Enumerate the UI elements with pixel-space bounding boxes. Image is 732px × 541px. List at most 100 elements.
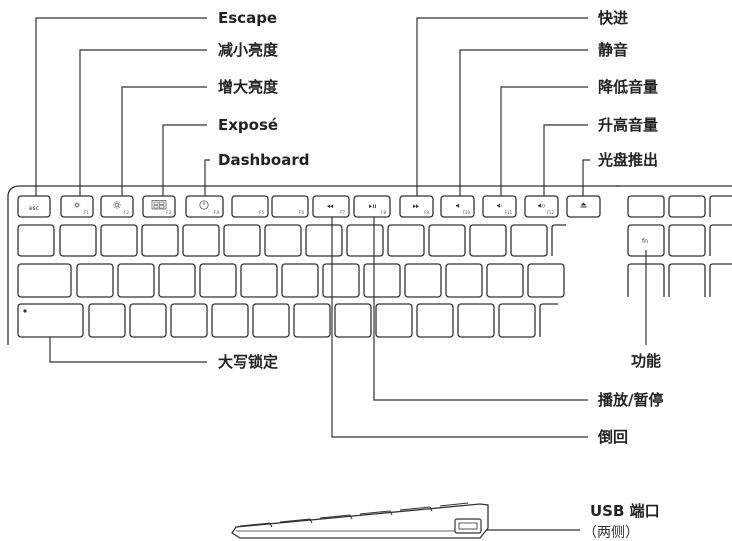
alpha-key[interactable] xyxy=(100,224,138,257)
speaker-low-icon xyxy=(497,203,502,208)
leader-expose xyxy=(162,124,207,196)
alpha-key[interactable] xyxy=(141,224,179,257)
function-key-row: esc F1 F2 F3 F4 F5 F6 xyxy=(17,195,732,218)
escape-key[interactable] xyxy=(17,195,51,218)
f3-label: F3 xyxy=(166,210,171,215)
alpha-key[interactable] xyxy=(498,303,536,338)
keyboard-side-keys xyxy=(239,502,469,528)
f9-label: F9 xyxy=(424,210,429,215)
alpha-key[interactable] xyxy=(457,303,495,338)
label-fast-forward: 快进 xyxy=(598,9,628,27)
keyboard-side-profile xyxy=(231,503,489,539)
top-letter-row xyxy=(17,263,732,298)
alpha-key[interactable] xyxy=(182,224,220,257)
f5-key[interactable] xyxy=(231,195,269,218)
label-eject: 光盘推出 xyxy=(597,151,658,169)
tab-key[interactable] xyxy=(17,263,72,298)
alpha-key[interactable] xyxy=(252,303,290,338)
alpha-key[interactable] xyxy=(363,263,401,298)
alpha-key[interactable] xyxy=(486,263,524,298)
fn-keycap-label: fn xyxy=(642,238,648,245)
expose-key[interactable] xyxy=(142,195,176,218)
f5-label: F5 xyxy=(259,210,264,215)
f6-key[interactable] xyxy=(271,195,309,218)
alpha-key[interactable] xyxy=(404,263,442,298)
leader-brightness-up xyxy=(121,86,207,196)
alpha-key[interactable] xyxy=(199,263,237,298)
leader-volume-down xyxy=(500,86,588,196)
right-block-key-partial xyxy=(668,263,706,297)
label-brightness-down: 减小亮度 xyxy=(218,41,279,59)
leader-fast-forward xyxy=(416,17,588,196)
f1-label: F1 xyxy=(84,210,89,215)
right-block-key[interactable] xyxy=(668,195,706,218)
alpha-key[interactable] xyxy=(117,263,155,298)
alpha-key[interactable] xyxy=(346,224,384,257)
escape-keycap-label: esc xyxy=(29,205,39,212)
expose-windows-icon xyxy=(151,200,167,210)
alpha-key[interactable] xyxy=(293,303,331,338)
alpha-key[interactable] xyxy=(469,224,507,257)
label-usb-port-note: （两侧） xyxy=(583,525,639,541)
right-block-key[interactable] xyxy=(668,224,706,257)
alpha-key[interactable] xyxy=(17,224,55,257)
label-brightness-up: 增大亮度 xyxy=(218,78,279,96)
leader-volume-up xyxy=(543,124,588,196)
leader-mute xyxy=(459,49,588,196)
alpha-key[interactable] xyxy=(264,224,302,257)
alpha-key[interactable] xyxy=(88,303,126,338)
label-escape: Escape xyxy=(218,9,277,27)
f2-label: F2 xyxy=(124,210,129,215)
label-rewind: 倒回 xyxy=(597,428,628,446)
alpha-key[interactable] xyxy=(428,224,466,257)
number-key-row: fn xyxy=(17,224,732,257)
f6-label: F6 xyxy=(299,210,304,215)
right-block-key-partial xyxy=(709,224,732,256)
alpha-key-partial xyxy=(551,224,566,256)
alpha-key[interactable] xyxy=(322,263,360,298)
alpha-key[interactable] xyxy=(211,303,249,338)
fast-forward-icon xyxy=(413,204,419,209)
alpha-key[interactable] xyxy=(334,303,372,338)
f8-label: F8 xyxy=(381,210,386,215)
caps-lock-indicator-dot xyxy=(23,309,27,313)
f4-label: F4 xyxy=(214,210,219,215)
label-volume-down: 降低音量 xyxy=(598,78,658,96)
caps-lock-key[interactable] xyxy=(17,303,84,338)
speaker-mute-icon xyxy=(456,203,459,208)
label-play-pause: 播放/暂停 xyxy=(598,391,663,409)
speaker-high-icon xyxy=(538,203,545,208)
rewind-icon xyxy=(327,204,333,209)
alpha-key[interactable] xyxy=(240,263,278,298)
label-function: 功能 xyxy=(631,352,661,370)
volume-up-key[interactable] xyxy=(524,195,559,218)
right-block-key[interactable] xyxy=(627,195,665,218)
f12-label: F12 xyxy=(547,210,555,215)
alpha-key[interactable] xyxy=(223,224,261,257)
alpha-key[interactable] xyxy=(387,224,425,257)
alpha-key[interactable] xyxy=(445,263,483,298)
leader-play-pause xyxy=(373,217,588,401)
alpha-key[interactable] xyxy=(416,303,454,338)
alpha-key[interactable] xyxy=(59,224,97,257)
alpha-key[interactable] xyxy=(527,263,565,298)
sun-small-icon xyxy=(73,201,81,209)
alpha-key[interactable] xyxy=(281,263,319,298)
alpha-key[interactable] xyxy=(158,263,196,298)
alpha-key[interactable] xyxy=(375,303,413,338)
alpha-key[interactable] xyxy=(76,263,114,298)
alpha-key[interactable] xyxy=(305,224,343,257)
keyboard-side-view xyxy=(231,502,489,539)
leader-brightness-down xyxy=(79,49,207,196)
label-usb-port: USB 端口 xyxy=(590,502,660,520)
label-volume-up: 升高音量 xyxy=(598,116,658,134)
f11-label: F11 xyxy=(505,210,513,215)
alpha-key[interactable] xyxy=(170,303,208,338)
alpha-key[interactable] xyxy=(129,303,167,338)
play-pause-key[interactable] xyxy=(353,195,391,218)
f10-label: F10 xyxy=(463,210,471,215)
keyboard-outline xyxy=(7,185,620,345)
dashboard-gauge-icon xyxy=(199,200,209,210)
alpha-key[interactable] xyxy=(510,224,548,257)
home-row xyxy=(17,303,558,338)
